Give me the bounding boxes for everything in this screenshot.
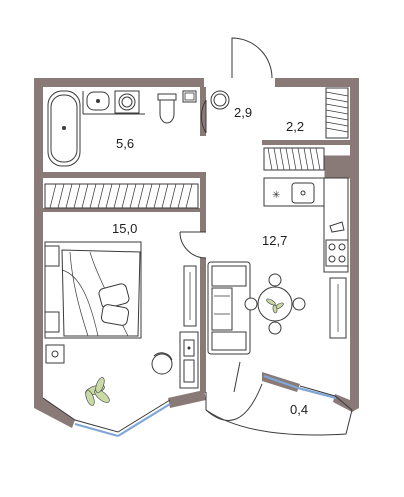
bedroom-chair bbox=[151, 352, 173, 375]
area-label-bathroom: 5,6 bbox=[116, 136, 134, 151]
bed bbox=[44, 241, 142, 364]
bedroom-plant bbox=[85, 377, 110, 406]
kitchen: ✳ bbox=[263, 177, 349, 273]
entrance-door bbox=[231, 37, 273, 79]
radiators bbox=[183, 265, 347, 339]
sofa bbox=[207, 261, 251, 355]
hall-closet bbox=[210, 90, 230, 110]
bathroom bbox=[47, 90, 207, 167]
windows bbox=[74, 374, 337, 438]
area-label-kitchen-living: 12,7 bbox=[262, 233, 287, 248]
desk bbox=[179, 331, 199, 389]
exterior-walls bbox=[34, 78, 359, 428]
balcony-door bbox=[205, 361, 263, 421]
area-label-balcony: 0,4 bbox=[290, 402, 308, 417]
bedroom-wardrobe bbox=[44, 183, 199, 209]
kitchen-star-icon: ✳ bbox=[272, 190, 280, 201]
dining-table bbox=[244, 273, 306, 335]
area-label-hall-closet: 2,9 bbox=[234, 105, 252, 120]
interior-walls bbox=[43, 87, 352, 393]
area-label-bedroom: 15,0 bbox=[112, 221, 137, 236]
bedroom-door bbox=[179, 231, 207, 259]
hallway-closet bbox=[263, 87, 349, 171]
area-label-hallway: 2,2 bbox=[286, 119, 304, 134]
